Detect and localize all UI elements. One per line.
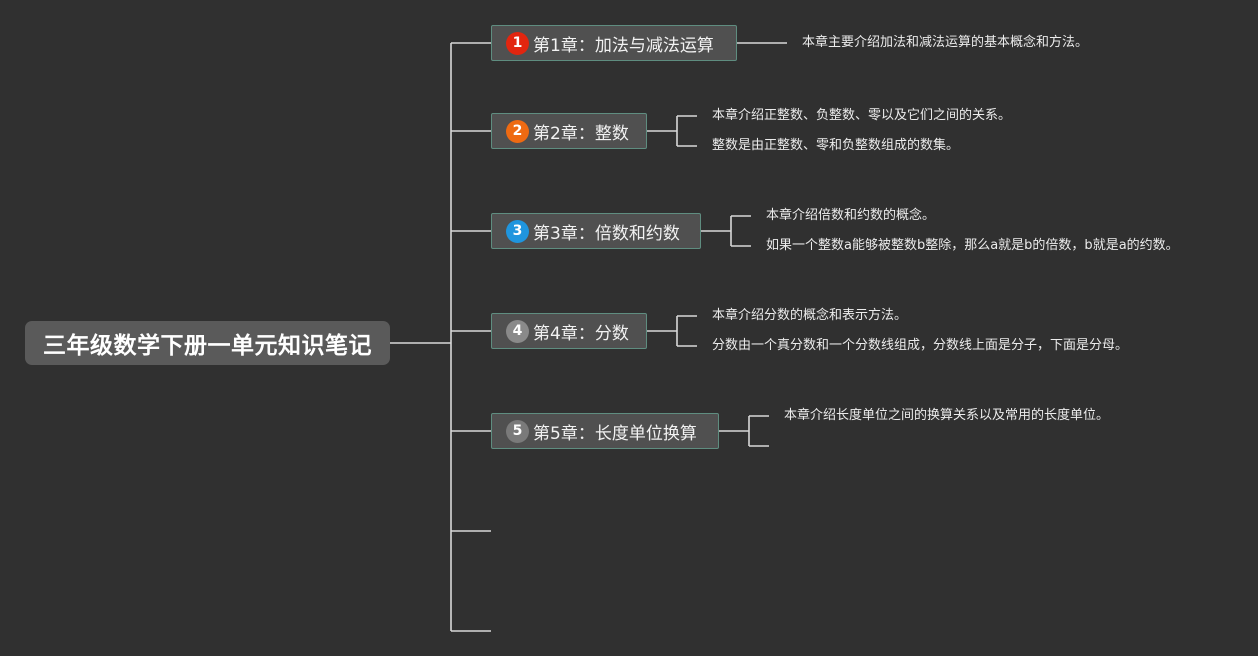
chapter-1-note-1: 本章主要介绍加法和减法运算的基本概念和方法。 — [802, 35, 1089, 50]
chapter-topic-3[interactable]: 3 第3章：倍数和约数 — [491, 213, 701, 249]
chapter-label-5: 第5章：长度单位换算 — [533, 423, 697, 444]
chapter-2-note-2: 整数是由正整数、零和负整数组成的数集。 — [712, 138, 960, 153]
number-badge-5: 5 — [506, 419, 529, 443]
chapter-4-note-1: 本章介绍分数的概念和表示方法。 — [712, 308, 908, 323]
chapter-label-3: 第3章：倍数和约数 — [533, 223, 680, 244]
number-badge-3: 3 — [506, 219, 529, 243]
chapter-topic-2[interactable]: 2 第2章：整数 — [491, 113, 647, 149]
number-badge-1: 1 — [506, 31, 529, 55]
chapter-label-2: 第2章：整数 — [533, 123, 629, 144]
note-bracket-3 — [730, 215, 751, 247]
chapter-3-note-1: 本章介绍倍数和约数的概念。 — [766, 208, 936, 223]
note-bracket-4 — [676, 315, 697, 347]
note-bracket-2 — [676, 115, 697, 147]
chapter-3-note-2: 如果一个整数a能够被整数b整除，那么a就是b的倍数，b就是a的约数。 — [766, 238, 1179, 253]
root-topic-label: 三年级数学下册一单元知识笔记 — [43, 333, 372, 359]
chapter-topic-5[interactable]: 5 第5章：长度单位换算 — [491, 413, 719, 449]
chapter-label-4: 第4章：分数 — [533, 323, 629, 344]
chapter-4-note-2: 分数由一个真分数和一个分数线组成，分数线上面是分子，下面是分母。 — [712, 338, 1129, 353]
chapter-topic-4[interactable]: 4 第4章：分数 — [491, 313, 647, 349]
number-badge-2: 2 — [506, 119, 529, 143]
number-badge-4: 4 — [506, 319, 529, 343]
root-topic[interactable]: 三年级数学下册一单元知识笔记 — [25, 321, 390, 365]
chapter-5-note-1: 本章介绍长度单位之间的换算关系以及常用的长度单位。 — [784, 408, 1110, 423]
chapter-label-1: 第1章：加法与减法运算 — [533, 35, 714, 56]
chapter-2-note-1: 本章介绍正整数、负整数、零以及它们之间的关系。 — [712, 108, 1012, 123]
chapter-topic-1[interactable]: 1 第1章：加法与减法运算 — [491, 25, 737, 61]
note-bracket-5 — [748, 415, 769, 447]
